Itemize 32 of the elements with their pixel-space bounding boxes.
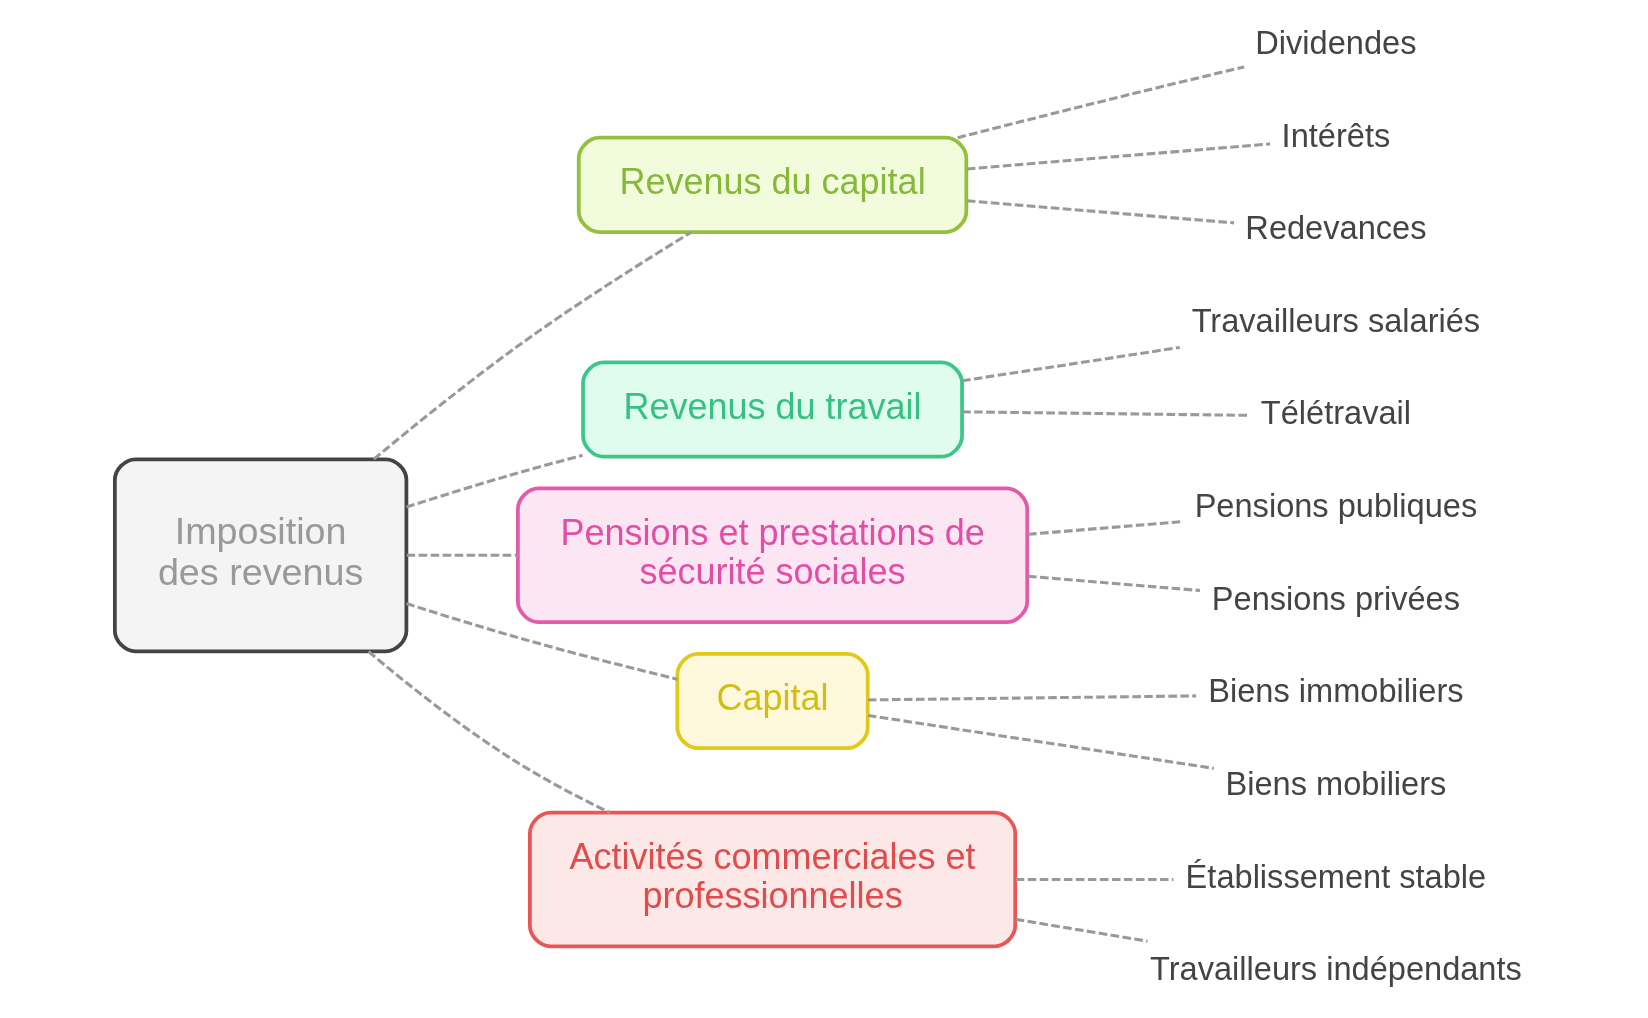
node-text: Redevances xyxy=(1245,210,1427,247)
node-text: Pensions privées xyxy=(1211,580,1460,617)
connector xyxy=(966,199,1235,225)
connector xyxy=(962,410,1250,417)
node-text: Télétravail xyxy=(1260,395,1412,432)
node-text: Biens mobiliers xyxy=(1225,765,1447,802)
connector xyxy=(966,142,1271,171)
connector xyxy=(405,453,583,509)
node-text: Établissement stable xyxy=(1185,858,1487,895)
node-text: Biens immobiliers xyxy=(1208,673,1464,710)
node-box: Capital xyxy=(675,652,870,751)
node-box: Revenus du capital xyxy=(576,135,969,234)
connector xyxy=(1015,877,1174,881)
connector xyxy=(1015,917,1148,943)
connector xyxy=(867,694,1197,702)
node-text: Travailleurs indépendants xyxy=(1149,951,1522,988)
connector xyxy=(1027,574,1201,593)
connector xyxy=(962,345,1180,383)
node-text: Travailleurs salariés xyxy=(1191,302,1481,339)
node-box: Imposition des revenus xyxy=(112,457,409,654)
connector xyxy=(405,602,678,681)
node-box: Activités commerciales et professionnelles xyxy=(528,810,1018,949)
node-box: Revenus du travail xyxy=(581,360,964,459)
node-text: Dividendes xyxy=(1255,25,1417,62)
node-text: Pensions publiques xyxy=(1194,488,1478,525)
connector xyxy=(867,713,1214,770)
node-text: Intérêts xyxy=(1281,117,1391,154)
connector xyxy=(406,553,518,557)
connector xyxy=(372,230,692,461)
connector xyxy=(367,650,611,814)
connector xyxy=(957,65,1245,140)
node-box: Pensions et prestations de sécurité sociales xyxy=(516,486,1030,625)
